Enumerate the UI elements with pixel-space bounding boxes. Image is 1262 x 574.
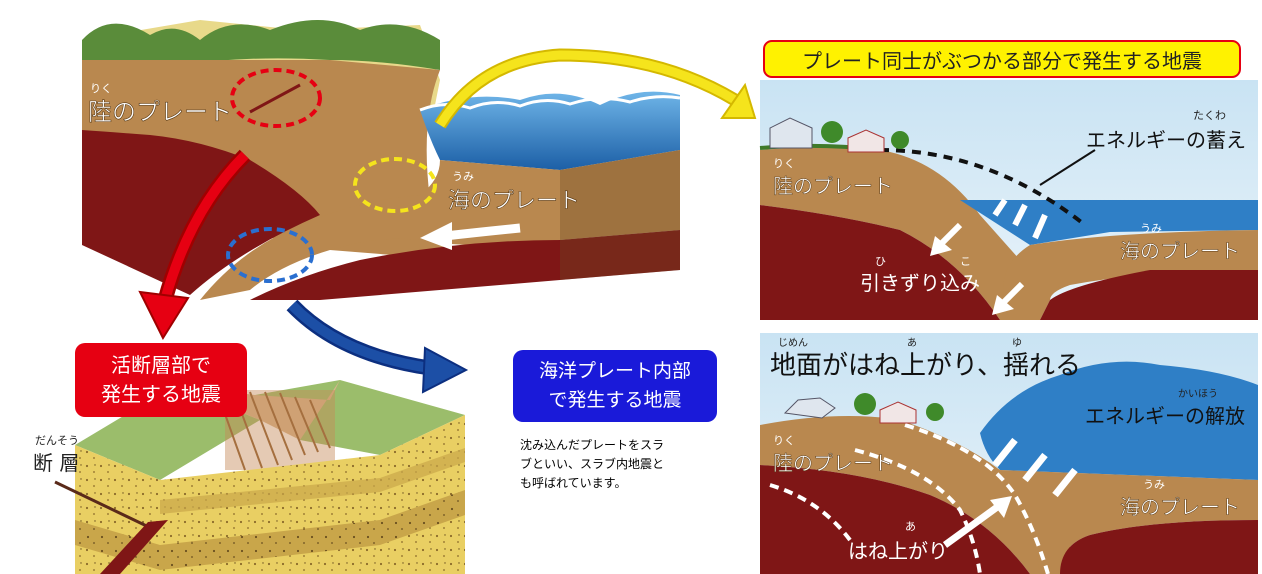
pb-rebound-ruby: あ xyxy=(905,520,916,533)
pb-heading-ruby-3: ゆ xyxy=(1012,337,1022,349)
sea-water xyxy=(420,91,680,170)
fault-line-main xyxy=(249,83,301,114)
red-arrow-head xyxy=(138,290,190,341)
pb-tsunami xyxy=(980,361,1258,480)
main-sea-ruby: うみ xyxy=(452,170,474,183)
plate-movement-arrowhead xyxy=(420,222,452,250)
pt-tree xyxy=(821,121,843,143)
pb-land-ruby: りく xyxy=(773,434,795,447)
pt-house xyxy=(769,117,813,149)
pb-rebound-arrowhead xyxy=(990,496,1012,518)
red-dashed-circle xyxy=(230,68,322,128)
pt-tree-2 xyxy=(891,131,909,149)
pb-land-mantle xyxy=(760,465,1030,574)
main-land-plate-label: 陸のプレート xyxy=(88,98,232,126)
pb-land-label: 陸のプレート xyxy=(773,451,893,475)
pt-push-arrows xyxy=(992,198,1048,240)
pt-drag-label: 引きずり込み xyxy=(860,271,980,295)
fault-plane-red xyxy=(100,520,168,574)
pb-heading-ruby-2: あ xyxy=(907,337,917,349)
main-land-ruby: りく xyxy=(90,82,112,95)
sea-surface-waves xyxy=(419,95,681,112)
pt-drag-ruby: ひ xyxy=(875,255,886,268)
pt-house-2 xyxy=(847,129,885,153)
pb-dashed-lower xyxy=(854,448,982,574)
pb-dashed-mantle xyxy=(769,483,852,542)
pb-ocean-plate xyxy=(1000,470,1258,574)
fault-label: 断 層 xyxy=(33,451,79,475)
pt-sea-ruby: うみ xyxy=(1140,222,1162,235)
blue-curved-arrow-inner xyxy=(288,301,431,373)
pb-rebound-arrow xyxy=(942,502,1003,548)
main-block xyxy=(82,20,681,300)
pb-release-label: エネルギーの解放 xyxy=(1085,404,1245,428)
pb-house-2 xyxy=(879,401,917,424)
panel-top-title: プレート同士がぶつかる部分で発生する地震 xyxy=(763,40,1241,78)
main-sea-plate-label: 海のプレート xyxy=(448,189,580,214)
panel-bottom xyxy=(760,333,1258,574)
pt-land-plate xyxy=(760,147,1050,320)
pt-drag-arrow-1-head xyxy=(930,236,952,256)
pb-tree xyxy=(854,393,876,415)
yellow-curved-arrow-inner xyxy=(436,50,738,128)
mountains xyxy=(82,20,440,70)
pb-heading-ruby-1: じめん xyxy=(778,337,808,349)
pb-ocean-mantle xyxy=(1060,520,1258,574)
fault-plane-line xyxy=(54,480,156,532)
slab-note: 沈み込んだプレートをスラ ブといい、スラブ内地震と も呼ばれています。 xyxy=(520,438,665,490)
yellow-arrow-head xyxy=(720,82,757,119)
pt-ocean-mantle xyxy=(1040,270,1258,320)
ocean-plate xyxy=(200,150,680,300)
panel-top xyxy=(759,80,1258,320)
pt-drag-arrow-2 xyxy=(999,281,1025,307)
fault-ruby: だんそう xyxy=(35,434,79,447)
pt-energy-pointer xyxy=(1039,149,1096,186)
block-side xyxy=(560,150,680,280)
pt-energy-dashed xyxy=(879,148,1087,227)
pt-sea-label: 海のプレート xyxy=(1120,239,1240,263)
pb-rebound-label: はね上がり xyxy=(848,539,948,563)
pb-dashed-upper xyxy=(904,423,1050,574)
pb-sea-ruby: うみ xyxy=(1143,478,1165,491)
intraplate-quake-label: 海洋プレート内部 で発生する地震 xyxy=(513,350,717,422)
fault-layer-band-2 xyxy=(160,448,465,514)
pt-land-ruby: りく xyxy=(773,157,795,170)
pb-land-plate xyxy=(760,416,1080,574)
pb-release-ruby: かいほう xyxy=(1178,388,1218,400)
pb-release-arrows xyxy=(992,437,1078,498)
blue-arrow-head xyxy=(421,346,469,394)
pb-house xyxy=(783,397,836,419)
active-fault-quake-label: 活断層部で 発生する地震 xyxy=(75,343,247,417)
pt-drag-arrow-2-head xyxy=(992,295,1014,315)
pt-energy-ruby: たくわ xyxy=(1193,109,1226,122)
pt-drag-arrow-1 xyxy=(937,222,963,248)
pt-energy-label: エネルギーの蓄え xyxy=(1086,128,1246,152)
pt-land-label: 陸のプレート xyxy=(773,174,893,198)
fault-cracks xyxy=(219,391,331,471)
yellow-dashed-circle xyxy=(353,157,437,213)
blue-curved-arrow xyxy=(286,299,432,376)
red-curved-arrow-inner xyxy=(160,151,249,302)
pt-land-mantle xyxy=(760,205,1000,320)
mantle-right xyxy=(250,230,680,300)
pb-tree-2 xyxy=(926,403,944,421)
pb-heading: 地面がはね上がり、揺れる xyxy=(770,351,1081,381)
fault-layer-band xyxy=(75,490,465,570)
pb-sea-label: 海のプレート xyxy=(1120,495,1240,519)
pt-drag-ruby-2: こ xyxy=(960,255,971,268)
blue-dashed-circle xyxy=(226,227,314,283)
